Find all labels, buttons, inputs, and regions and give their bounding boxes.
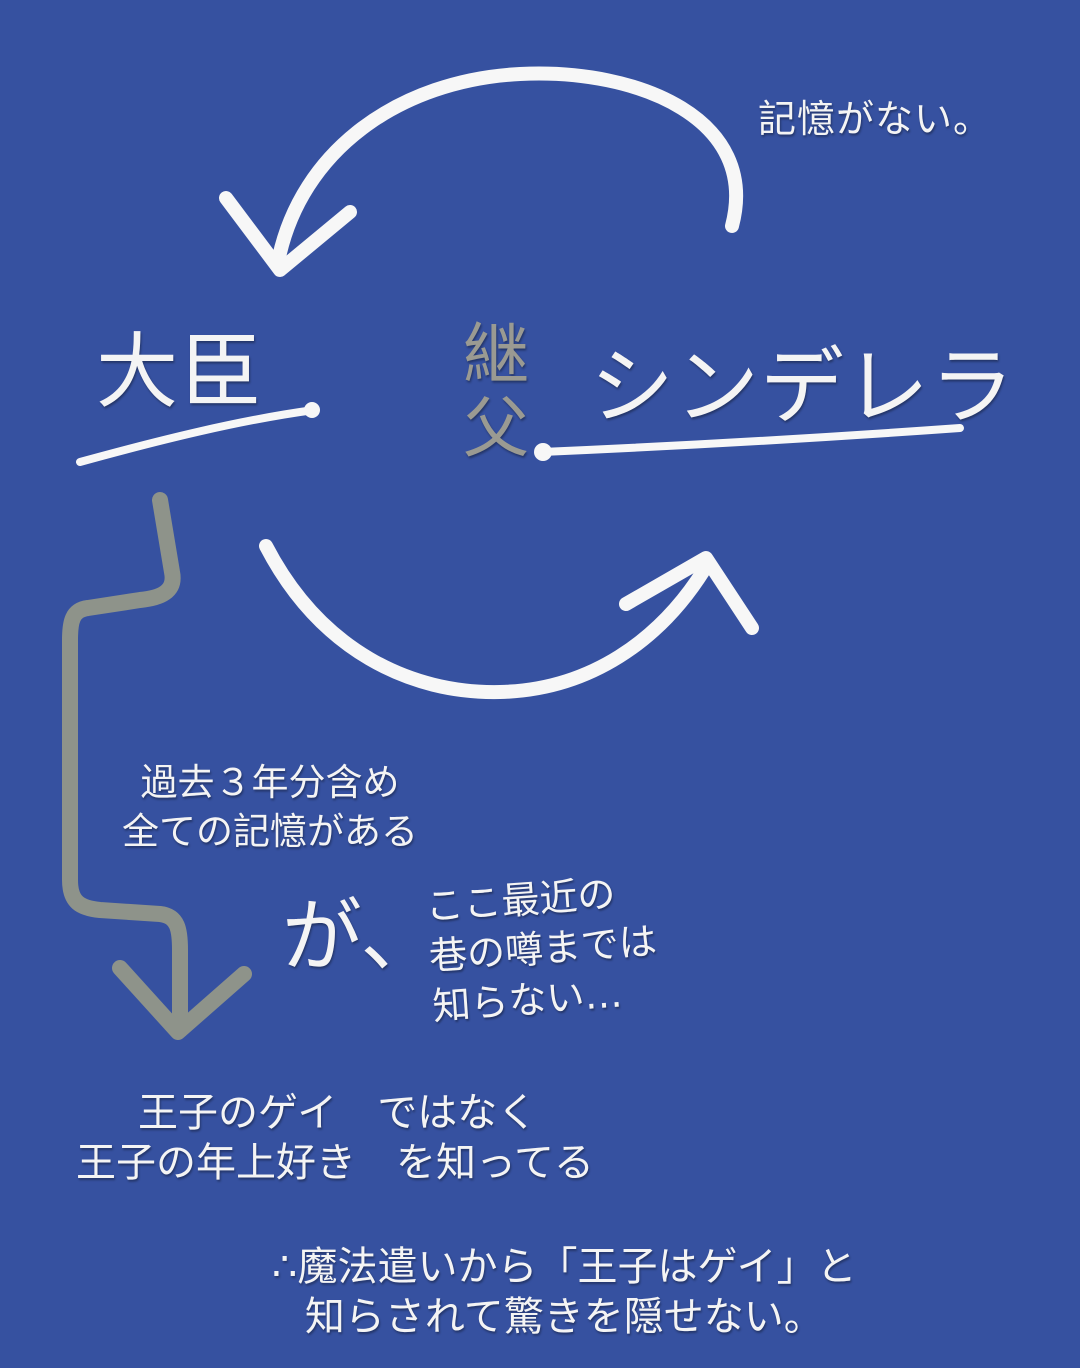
recent-rumor-note: ここ最近の 巷の噂までは 知らない… (424, 866, 662, 1032)
cinderella-label: シンデレラ (590, 338, 1016, 436)
but-label: が、 (282, 890, 441, 983)
bottom-arrowhead (619, 551, 759, 635)
all-memory-line-1: 過去３年分含め (140, 761, 400, 804)
minister-label: 大臣 (96, 325, 265, 420)
daijin-underline (76, 406, 318, 466)
no-memory-label: 記憶がない。 (758, 97, 993, 141)
gray-arrowhead (112, 960, 252, 1040)
all-memory-note: 過去３年分含め 全ての記憶がある (122, 758, 418, 856)
cinderella-underline (538, 424, 964, 456)
conclusion-note: ∴魔法遣いから「王子はゲイ」と 知らされて驚きを隠せない。 (272, 1242, 857, 1342)
bottom-arc-arrow (259, 539, 711, 700)
prince-knowledge-note: 王子のゲイ ではなく 王子の年上好き を知ってる (76, 1088, 594, 1188)
gray-bracket-arrow (62, 492, 188, 1038)
top-arc-arrow (271, 66, 744, 269)
top-arrowhead (219, 191, 357, 277)
stepfather-label: 継父 (463, 316, 529, 467)
cinderella-underline-dot (534, 443, 552, 461)
conclusion-line-2: 知らされて驚きを隠せない。 (304, 1294, 824, 1340)
prince-line-2: 王子の年上好き を知ってる (76, 1140, 594, 1186)
prince-line-1: 王子のゲイ ではなく (138, 1090, 538, 1136)
daijin-underline-dot (304, 402, 320, 418)
all-memory-line-2: 全ての記憶がある (122, 810, 418, 853)
conclusion-line-1: ∴魔法遣いから「王子はゲイ」と (272, 1244, 857, 1290)
